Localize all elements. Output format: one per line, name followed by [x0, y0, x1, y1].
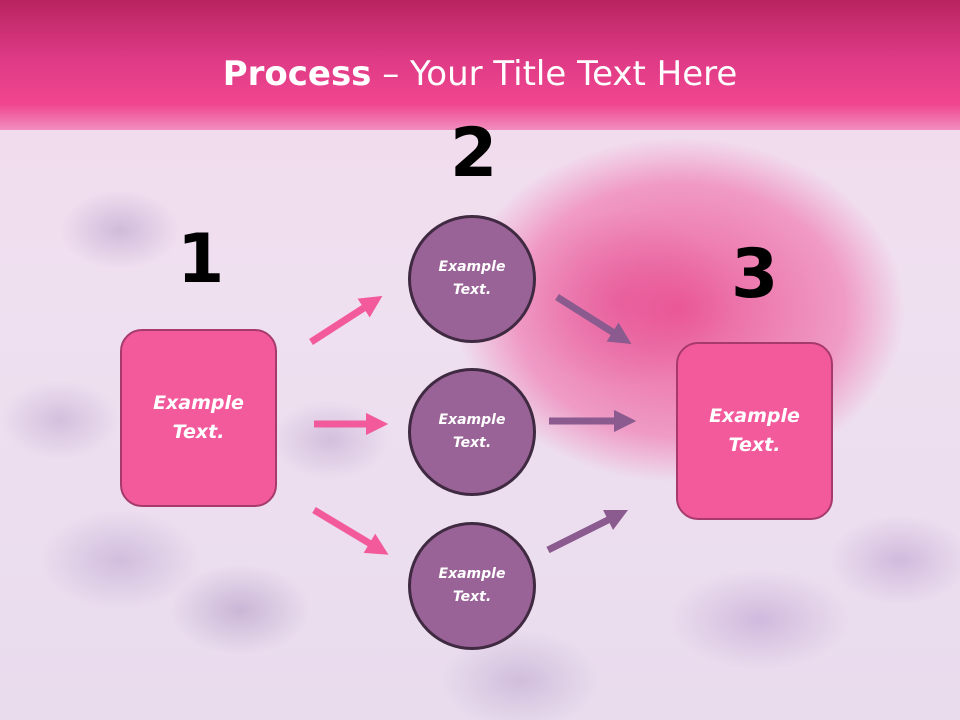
left-box-text: Example Text.: [153, 392, 244, 443]
arrow-to-circle-1: [309, 295, 383, 345]
circle-2-text: Example Text.: [438, 412, 506, 451]
arrow-from-circle-3: [546, 509, 629, 554]
circle-3-text: Example Text.: [438, 566, 506, 605]
right-box-text: Example Text.: [709, 405, 800, 456]
left-box: Example Text.: [120, 329, 277, 507]
circle-3: Example Text.: [408, 522, 536, 650]
step-number-3: 3: [731, 235, 779, 314]
title-rest: – Your Title Text Here: [371, 54, 738, 94]
title-bar: [0, 0, 960, 130]
circle-1: Example Text.: [408, 215, 536, 343]
arrow-to-circle-3: [312, 506, 389, 555]
title-bold: Process: [222, 54, 372, 94]
right-box: Example Text.: [676, 342, 833, 520]
circle-1-text: Example Text.: [438, 259, 506, 298]
slide-title: Process – Your Title Text Here: [0, 54, 960, 94]
arrow-from-circle-1: [555, 294, 632, 344]
step-number-1: 1: [177, 220, 225, 299]
step-number-2: 2: [450, 114, 498, 193]
circle-2: Example Text.: [408, 368, 536, 496]
